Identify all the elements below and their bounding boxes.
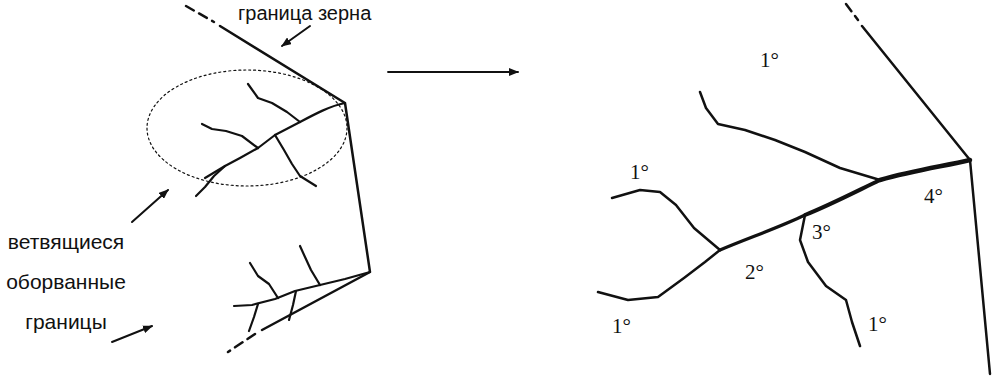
boundary-label: граница зерна xyxy=(238,2,371,25)
grain-boundary xyxy=(862,26,990,374)
pointer-arrow xyxy=(282,26,310,46)
order-number: 1° xyxy=(630,160,649,185)
pointer-arrow xyxy=(132,190,168,222)
magnify-arrow xyxy=(388,71,518,73)
torn-boundaries xyxy=(234,246,370,331)
order-number: 3° xyxy=(812,220,831,245)
order-number: 4° xyxy=(924,184,943,209)
grain-boundary xyxy=(220,26,370,330)
order-number: 1° xyxy=(760,48,779,73)
order-number: 1° xyxy=(612,314,631,339)
grain-boundary-dashed xyxy=(186,6,214,22)
grain-boundary-dashed xyxy=(228,334,255,352)
grain-boundary-dashed xyxy=(846,4,858,20)
branch-orders xyxy=(598,92,970,346)
order-number: 2° xyxy=(745,260,764,285)
branch-label: ветвящиеся оборванные границы xyxy=(3,222,129,342)
dotted-ellipse xyxy=(147,70,347,186)
pointer-arrow xyxy=(112,326,152,342)
torn-boundaries xyxy=(196,84,345,196)
order-number: 1° xyxy=(868,312,887,337)
